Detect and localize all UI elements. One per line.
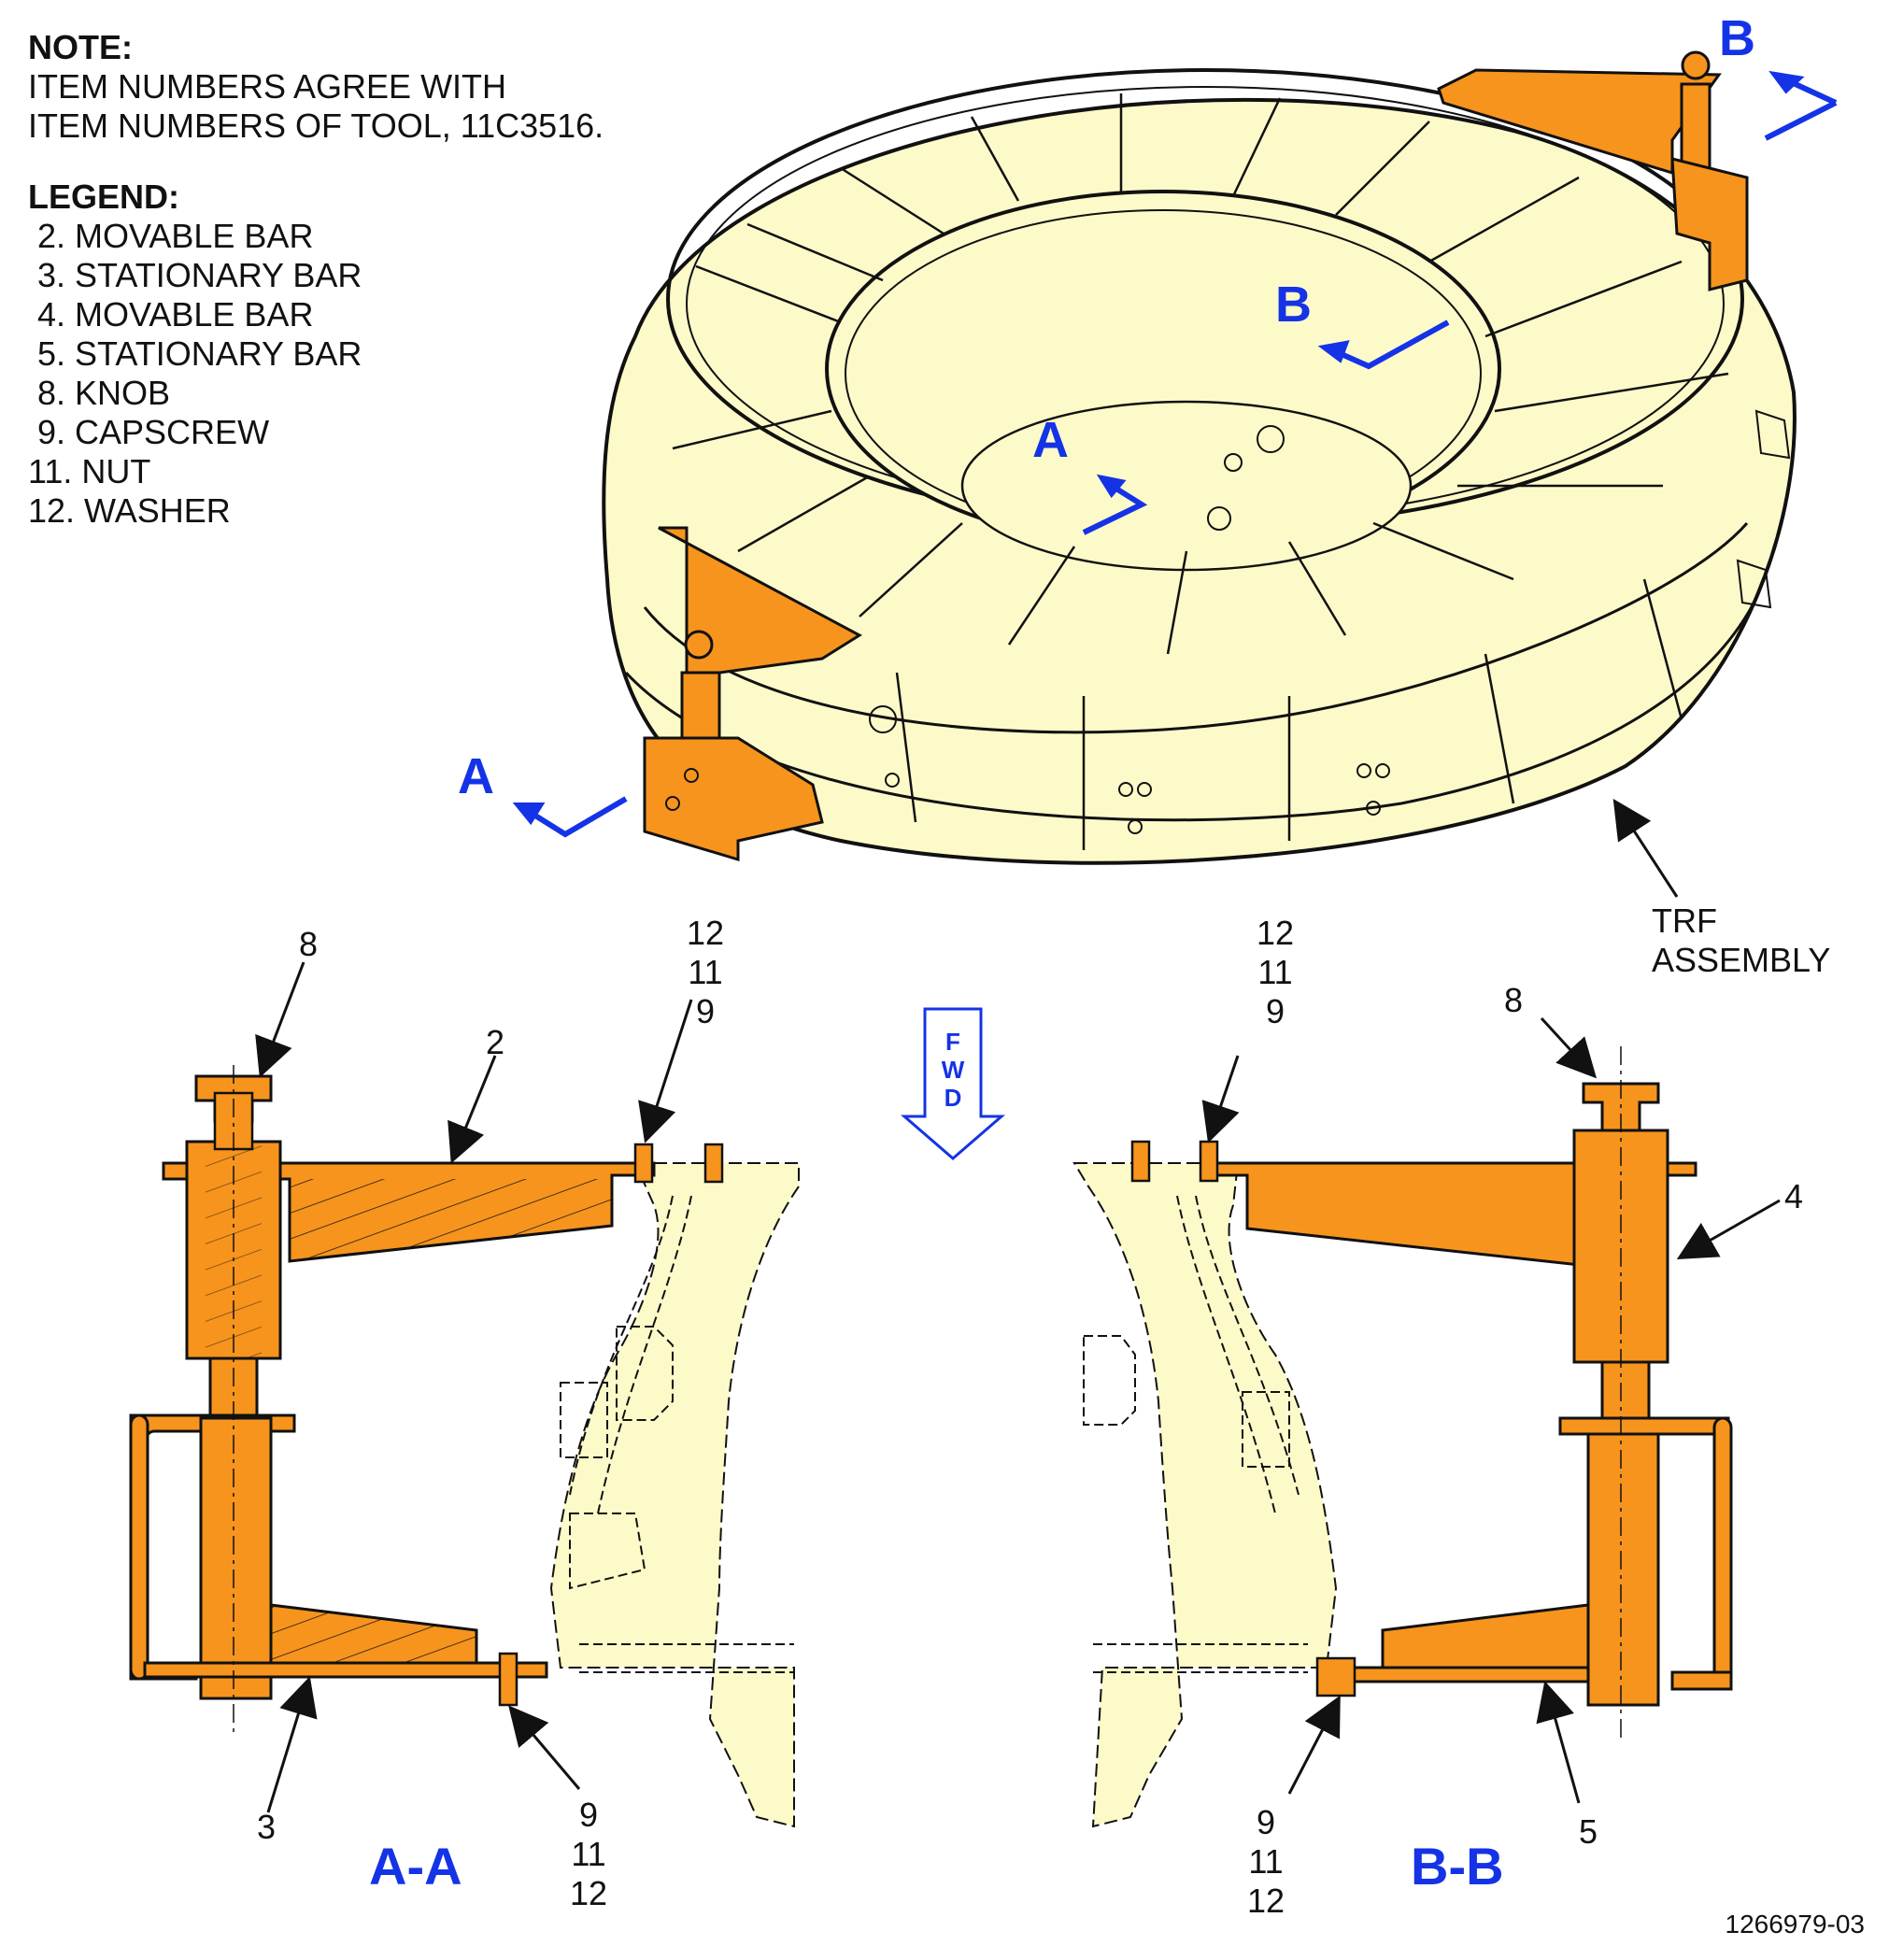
legend-item: 2. MOVABLE BAR bbox=[28, 217, 314, 255]
section-aa-drawing bbox=[129, 1065, 800, 1828]
note-block: NOTE: ITEM NUMBERS AGREE WITH ITEM NUMBE… bbox=[28, 28, 604, 146]
bb-callout-5: 5 bbox=[1579, 1812, 1598, 1851]
bb-frame-profile bbox=[1072, 1162, 1338, 1828]
aa-callout-11: 11 bbox=[688, 953, 723, 991]
trf-assembly-illustration bbox=[602, 50, 1797, 865]
note-line-2: ITEM NUMBERS OF TOOL, 11C3516. bbox=[28, 107, 604, 145]
aa-vertical-bar bbox=[199, 1416, 273, 1700]
trf-label-line-1: TRF bbox=[1652, 902, 1717, 940]
section-bb-title: B-B bbox=[1411, 1837, 1504, 1896]
note-line-1: ITEM NUMBERS AGREE WITH bbox=[28, 67, 507, 106]
aa-callout-12: 12 bbox=[570, 1874, 608, 1912]
legend-item: 9. CAPSCREW bbox=[28, 413, 270, 451]
aa-callout-12: 12 bbox=[687, 914, 725, 952]
bb-callout-11: 11 bbox=[1248, 1842, 1284, 1881]
section-a-label-inner: A bbox=[1032, 412, 1069, 468]
bb-shaft bbox=[1600, 1360, 1651, 1420]
legend-heading: LEGEND: bbox=[28, 178, 179, 216]
fwd-letter-w: W bbox=[941, 1056, 965, 1084]
fwd-letter-d: D bbox=[944, 1084, 962, 1112]
bb-callout-12: 12 bbox=[1257, 914, 1295, 952]
trf-assembly-label: TRF ASSEMBLY bbox=[1652, 902, 1830, 980]
fwd-letter-f: F bbox=[945, 1028, 960, 1056]
aa-frame-profile bbox=[549, 1162, 800, 1828]
section-a-label-left: A bbox=[458, 748, 494, 804]
legend-item: 11. NUT bbox=[28, 452, 151, 490]
bracket-b-post bbox=[1680, 82, 1711, 170]
bracket-b-tool bbox=[1437, 68, 1722, 176]
fwd-label: F W D bbox=[938, 1028, 968, 1112]
section-bb-drawing bbox=[1072, 1046, 1733, 1828]
inner-floor bbox=[960, 400, 1413, 572]
legend-item: 4. MOVABLE BAR bbox=[28, 295, 314, 334]
bracket-a-post bbox=[680, 671, 721, 740]
bb-callout-9: 9 bbox=[1257, 1803, 1276, 1841]
legend-block: LEGEND: 2. MOVABLE BAR 3. STATIONARY BAR… bbox=[28, 178, 362, 531]
aa-callout-8: 8 bbox=[299, 925, 319, 963]
section-b-label-top: B bbox=[1719, 10, 1755, 66]
section-b-top-arrow bbox=[1764, 100, 1838, 141]
bb-callout-top-stack: 12 11 9 bbox=[1257, 914, 1294, 1031]
aa-callout-9: 9 bbox=[579, 1796, 599, 1834]
bb-vertical-bar bbox=[1586, 1432, 1660, 1707]
aa-callout-top-stack: 12 11 9 bbox=[687, 914, 724, 1031]
bb-callout-8: 8 bbox=[1504, 981, 1524, 1019]
aa-callout-bottom-stack: 9 11 12 bbox=[570, 1796, 607, 1913]
bb-callout-9: 9 bbox=[1266, 992, 1285, 1030]
legend-item: 5. STATIONARY BAR bbox=[28, 334, 362, 373]
note-heading: NOTE: bbox=[28, 28, 133, 66]
aa-callout-3: 3 bbox=[257, 1808, 277, 1846]
section-aa-title: A-A bbox=[369, 1837, 462, 1896]
frame-lower-band bbox=[643, 522, 1749, 734]
legend-item: 8. KNOB bbox=[28, 374, 171, 412]
section-b-label-inner: B bbox=[1275, 277, 1312, 333]
trf-label-line-2: ASSEMBLY bbox=[1652, 941, 1831, 979]
aa-callout-2: 2 bbox=[486, 1023, 505, 1061]
bb-stationary-bar-5 bbox=[1381, 1603, 1590, 1674]
legend-item: 3. STATIONARY BAR bbox=[28, 256, 362, 294]
legend-item: 12. WASHER bbox=[28, 491, 231, 530]
bb-callout-4: 4 bbox=[1784, 1177, 1804, 1215]
section-a-left-arrow bbox=[526, 796, 628, 838]
bb-callout-12: 12 bbox=[1247, 1882, 1285, 1920]
aa-callout-11: 11 bbox=[571, 1835, 606, 1873]
bb-callout-bottom-stack: 9 11 12 bbox=[1247, 1803, 1285, 1921]
bracket-b-clamp bbox=[1670, 157, 1749, 291]
fwd-arrow bbox=[900, 1007, 1006, 1160]
aa-callout-9: 9 bbox=[696, 992, 716, 1030]
drawing-number: 1266979-03 bbox=[1725, 1910, 1865, 1939]
bb-c-clamp bbox=[1558, 1416, 1730, 1436]
section-cut-markers bbox=[512, 70, 1838, 838]
bb-callout-11: 11 bbox=[1257, 953, 1293, 991]
